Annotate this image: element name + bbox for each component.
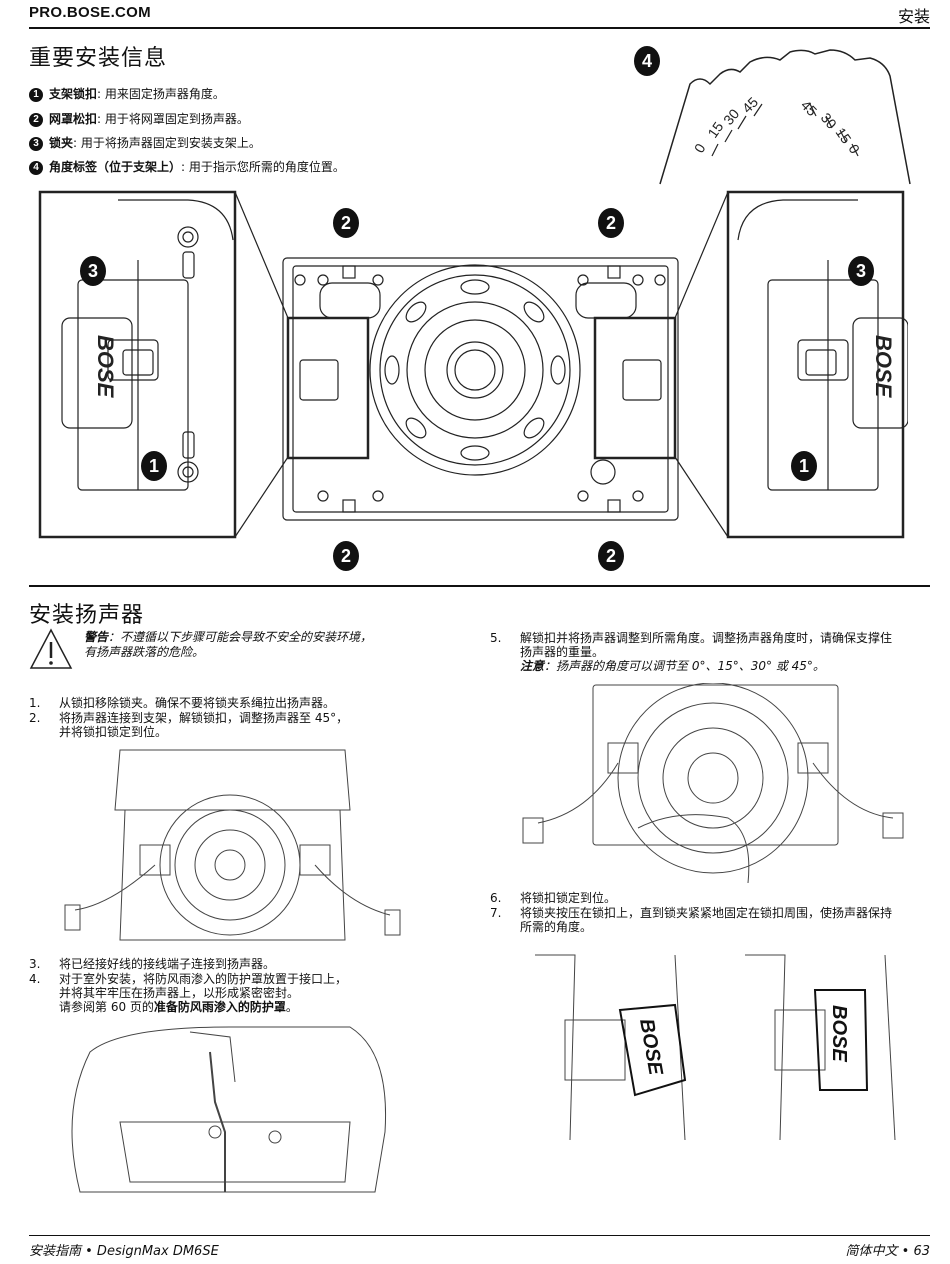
callout-1-left: 1 [141,451,167,481]
step4-figure [71,1026,387,1193]
step5-figure [522,683,904,883]
section-divider [29,585,930,587]
angle-left-45: 45 [739,94,761,116]
weather-cover-link: 准备防风雨渗入的防护罩 [153,1000,286,1014]
warning-icon [29,628,73,669]
info-desc: 用于指示您所需的角度位置。 [188,160,345,174]
info-desc: 用于将网罩固定到扬声器。 [104,112,249,126]
note-text: 扬声器的角度可以调节至 0°、15°、30° 或 45°。 [556,659,825,673]
note-label: 注意 [520,659,545,673]
warning-text: 警告：不遵循以下步骤可能会导致不安全的安装环境， 有扬声器跌落的危险。 [84,630,373,659]
info-desc: 用来固定扬声器角度。 [104,87,225,101]
angle-right-45: 45 [798,97,820,119]
important-info-title: 重要安装信息 [29,46,168,71]
callout-2-bottom-right: 2 [598,541,624,571]
footer-left: 安装指南 • DesignMax DM6SE [29,1244,219,1259]
info-label: 锁夹 [49,136,74,150]
section-title: 安装 [897,7,930,26]
callout-1-right: 1 [791,451,817,481]
info-label: 支架锁扣 [49,87,98,101]
info-desc: 用于将扬声器固定到安装支架上。 [80,136,261,150]
step2-figure [64,749,401,941]
info-label: 角度标签（位于支架上） [49,160,182,174]
footer-right: 简体中文 • 63 [845,1244,930,1259]
callout-3-right: 3 [848,256,874,286]
callout-4: 4 [634,46,660,76]
step7-figure-right: BOSE [745,954,896,1141]
callout-2-top-right: 2 [598,208,624,238]
info-number-badge: 4 [29,161,43,175]
info-number-badge: 3 [29,137,43,151]
footer-divider [29,1235,930,1236]
angle-right-15: 15 [833,125,855,147]
step7-figure-left: BOSE [535,954,687,1141]
header-divider [29,27,930,29]
info-number-badge: 1 [29,88,43,102]
angle-left-15: 15 [704,119,726,141]
callout-2-bottom-left: 2 [333,541,359,571]
angle-left-0: 0 [691,141,709,156]
angle-label-figure: 0 15 30 45 45 30 15 0 [659,49,911,185]
brand-label-left: BOSE [93,335,118,399]
angle-left-30: 30 [720,106,742,128]
brand-label-step7-right: BOSE [828,1005,850,1062]
info-number-badge: 2 [29,113,43,127]
speaker-back-diagram: BOSE BOSE [38,190,908,539]
callout-3-left: 3 [80,256,106,286]
brand-label-right: BOSE [871,335,896,399]
brand-label-step7-left: BOSE [635,1017,667,1077]
info-label: 网罩松扣 [49,112,98,126]
callout-2-top-left: 2 [333,208,359,238]
warning-label: 警告 [84,630,109,644]
site-url: PRO.BOSE.COM [29,4,151,21]
install-title: 安装扬声器 [29,603,145,628]
